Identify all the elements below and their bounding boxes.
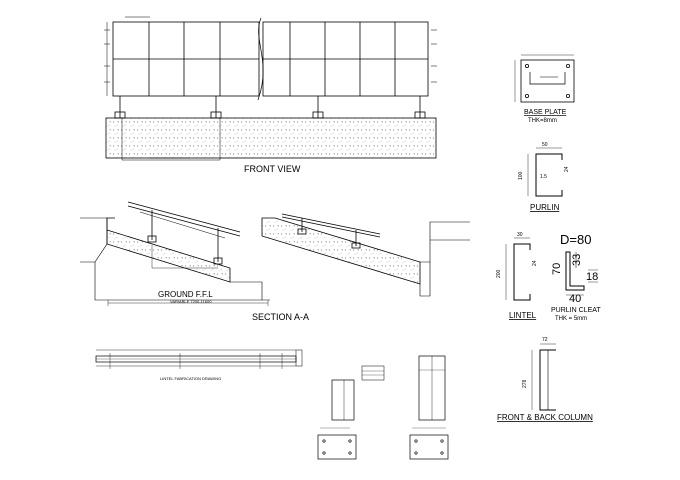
purlin-cleat-thk-label: THK = 5mm [555, 316, 587, 322]
purlin-cleat-drawing [565, 251, 598, 296]
d80-label: D=80 [560, 232, 591, 247]
front-back-column-label: FRONT & BACK COLUMN [497, 413, 593, 422]
lintel-drawing [505, 237, 531, 301]
detail-drawing-2 [409, 355, 449, 460]
section-aa-drawing-2 [261, 213, 470, 297]
front-view-drawing [104, 16, 437, 161]
lintel-lip-dim: 24 [532, 260, 538, 266]
column-width-dim: 72 [542, 337, 548, 343]
section-aa-label: SECTION A-A [252, 312, 309, 322]
ground-ffl-label: GROUND F.F.L [158, 290, 213, 299]
solar-panel-array-left [112, 21, 260, 97]
purlin-height-dim: 100 [518, 171, 524, 180]
front-view-foundation [105, 117, 437, 159]
cleat-70-dim: 70 [551, 263, 563, 275]
lintel-width-dim: 30 [517, 232, 523, 238]
base-plate-thk-label: THK=8mm [528, 118, 557, 124]
lintel-fabrication-label: LINTEL FABRICATION DRAWING [160, 376, 221, 381]
purlin-drawing [527, 147, 563, 197]
cleat-40-dim: 40 [569, 293, 581, 305]
cleat-33-dim: 33 [571, 254, 583, 266]
purlin-cleat-label: PURLIN CLEAT [551, 307, 601, 314]
section-aa-drawing-1 [80, 201, 270, 306]
front-view-posts [114, 96, 426, 119]
purlin-lip-dim: 24 [564, 166, 570, 172]
solar-panel-array-right [262, 21, 429, 97]
cleat-18-dim: 18 [586, 271, 598, 283]
front-view-label: FRONT VIEW [244, 164, 301, 174]
base-plate-drawing [514, 54, 575, 103]
column-drawing [531, 343, 556, 411]
lintel-fabrication-drawing [95, 349, 303, 369]
lintel-height-dim: 200 [496, 269, 502, 278]
variable-dimension-label: VARIABLE 7200-11600 [170, 299, 212, 304]
purlin-width-dim: 50 [542, 142, 548, 148]
column-height-dim: 278 [522, 379, 528, 388]
detail-drawing-1 [317, 365, 385, 460]
base-plate-label: BASE PLATE [524, 109, 567, 116]
lintel-label: LINTEL [509, 311, 537, 320]
purlin-thickness-dim: 1.5 [540, 174, 547, 180]
purlin-label: PURLIN [530, 203, 560, 212]
